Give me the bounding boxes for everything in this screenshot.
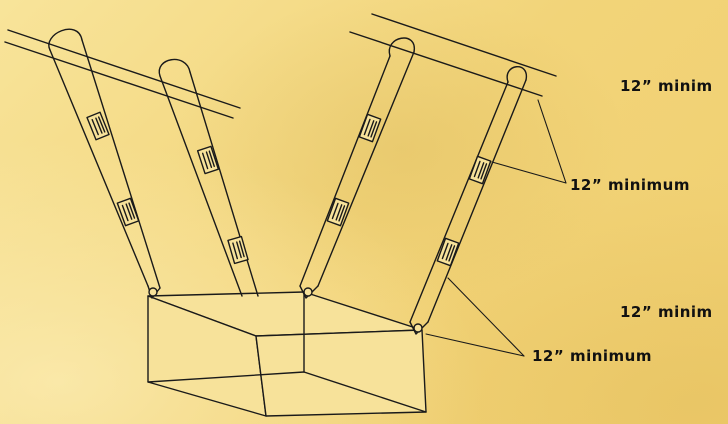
dimension-label-middle: 12” minimum	[570, 176, 690, 194]
hanger-wire-right-outer	[409, 65, 527, 335]
wire-clamp	[468, 155, 492, 185]
wire-clamp	[358, 113, 382, 143]
wire-clamp	[86, 111, 110, 141]
wire-clamp	[326, 197, 350, 227]
left-support-rod	[4, 29, 241, 119]
hanger-wire-left-outer	[48, 28, 161, 299]
anchor-bolt	[303, 287, 313, 297]
wire-clamp	[227, 235, 249, 265]
hanger-wire-right-inner	[299, 37, 415, 299]
dimension-label-top: 12” minim	[620, 77, 713, 95]
anchor-bolt	[413, 323, 423, 333]
leader-lines	[425, 99, 567, 357]
wire-clamp	[196, 145, 220, 175]
anchor-bolt	[148, 287, 158, 297]
dimension-label-bottom: 12” minimum	[532, 347, 652, 365]
right-support-rod	[349, 13, 557, 97]
cable-tray-box	[147, 291, 427, 417]
wire-clamp	[116, 197, 140, 227]
wire-clamp	[436, 237, 460, 267]
dimension-label-lower: 12” minim	[620, 303, 713, 321]
